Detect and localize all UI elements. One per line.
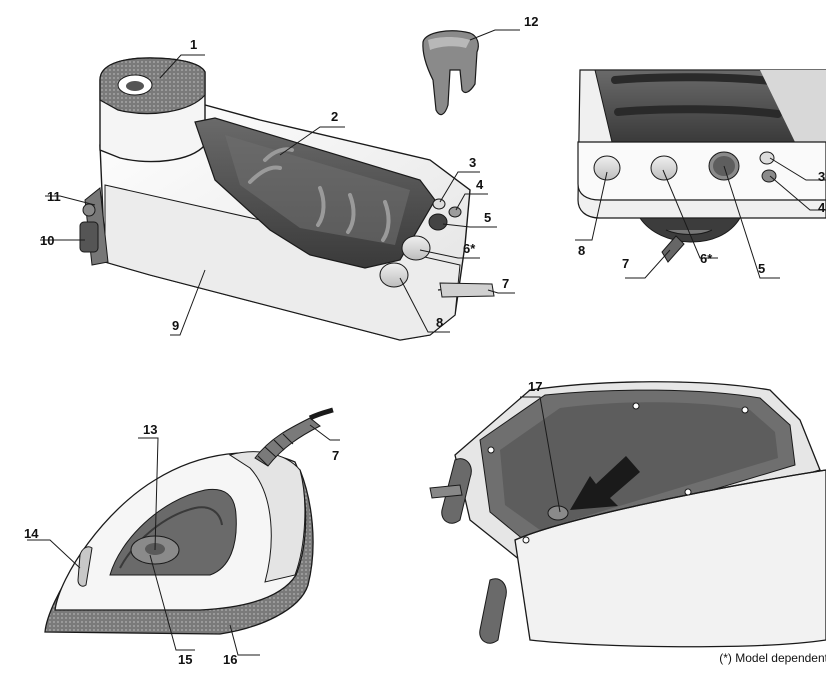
steam-iron bbox=[44, 407, 334, 635]
detail-label-6: 6* bbox=[700, 251, 713, 266]
label-9-base: 9 bbox=[172, 318, 180, 333]
label-1-tank-lid: 1 bbox=[190, 37, 198, 52]
label-11: 11 bbox=[47, 189, 61, 204]
detail-label-4: 4 bbox=[818, 200, 826, 215]
control-panel-detail bbox=[577, 69, 826, 263]
label-4: 4 bbox=[476, 177, 484, 192]
iron-label-7-cord: 7 bbox=[332, 448, 340, 463]
label-14: 14 bbox=[24, 526, 39, 541]
detail-label-8: 8 bbox=[578, 243, 586, 258]
label-13-dial: 13 bbox=[143, 422, 158, 437]
leader-lines bbox=[27, 29, 826, 656]
steam-station-unit bbox=[79, 57, 495, 341]
label-15: 15 bbox=[178, 652, 193, 667]
label-12-clip: 12 bbox=[524, 14, 539, 29]
station-underside bbox=[429, 381, 826, 648]
detail-label-5: 5 bbox=[758, 261, 766, 276]
label-8: 8 bbox=[436, 315, 444, 330]
label-6-model-dependent: 6* bbox=[463, 241, 476, 256]
model-dependent-footnote: (*) Model dependent bbox=[719, 651, 826, 665]
detail-label-7: 7 bbox=[622, 256, 630, 271]
cord-clip bbox=[422, 30, 479, 116]
label-17-drain: 17 bbox=[528, 379, 543, 394]
label-16-soleplate: 16 bbox=[223, 652, 238, 667]
label-7-cord: 7 bbox=[502, 276, 510, 291]
label-2-iron-rest: 2 bbox=[331, 109, 339, 124]
label-10: 10 bbox=[40, 233, 55, 248]
label-5: 5 bbox=[484, 210, 492, 225]
detail-label-3: 3 bbox=[818, 169, 826, 184]
label-3: 3 bbox=[469, 155, 477, 170]
